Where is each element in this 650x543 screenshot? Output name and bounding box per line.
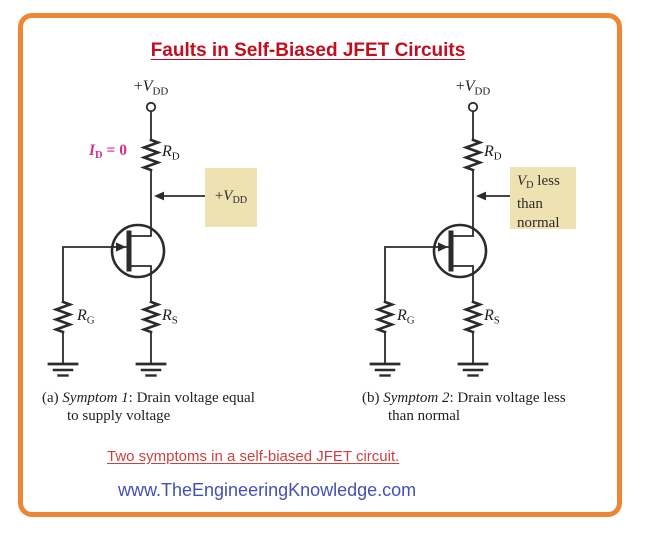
page-title: Faults in Self-Biased JFET Circuits xyxy=(150,40,466,61)
callout-arrow-icon-a xyxy=(154,191,206,201)
caption-a-line1: (a) Symptom 1: Drain voltage equal xyxy=(42,390,255,406)
resistor-label-rs-a: RS xyxy=(162,307,178,327)
resistor-label-rg-b: RG xyxy=(397,307,415,327)
jfet-symbol-b xyxy=(432,223,488,279)
resistor-symbol-rs-b xyxy=(462,300,484,334)
supply-terminal-icon-a xyxy=(145,101,157,113)
fault-callout-b: VD less than normal xyxy=(510,167,576,231)
supply-terminal-icon-b xyxy=(467,101,479,113)
circuit-b-wires xyxy=(384,110,474,365)
ground-icon-a-source xyxy=(135,362,167,377)
caption-b-line2: than normal xyxy=(388,408,461,424)
resistor-label-rs-b: RS xyxy=(484,307,500,327)
resistor-symbol-rg-a xyxy=(52,300,74,334)
supply-label-a: +VDD xyxy=(133,78,169,98)
resistor-label-rg-a: RG xyxy=(77,307,95,327)
caption-a-line2: to supply voltage xyxy=(67,408,171,424)
resistor-symbol-rd-a xyxy=(140,138,162,172)
website-text: www.TheEngineeringKnowledge.com xyxy=(118,480,417,500)
resistor-label-rd-b: RD xyxy=(484,143,502,163)
resistor-symbol-rd-b xyxy=(462,138,484,172)
ground-icon-a-gate xyxy=(47,362,79,377)
circuit-a-wires xyxy=(62,110,152,365)
resistor-symbol-rg-b xyxy=(374,300,396,334)
jfet-symbol-a xyxy=(110,223,166,279)
ground-icon-b-source xyxy=(457,362,489,377)
summary-text: Two symptoms in a self-biased JFET circu… xyxy=(107,448,400,465)
caption-b-line1: (b) Symptom 2: Drain voltage less xyxy=(362,390,566,406)
drain-current-label-a: ID = 0 xyxy=(89,142,127,162)
resistor-label-rd-a: RD xyxy=(162,143,180,163)
ground-icon-b-gate xyxy=(369,362,401,377)
orange-border-frame xyxy=(18,13,622,517)
supply-label-b: +VDD xyxy=(455,78,491,98)
fault-callout-a: +VDD xyxy=(205,168,257,227)
resistor-symbol-rs-a xyxy=(140,300,162,334)
callout-arrow-icon-b xyxy=(476,191,511,201)
